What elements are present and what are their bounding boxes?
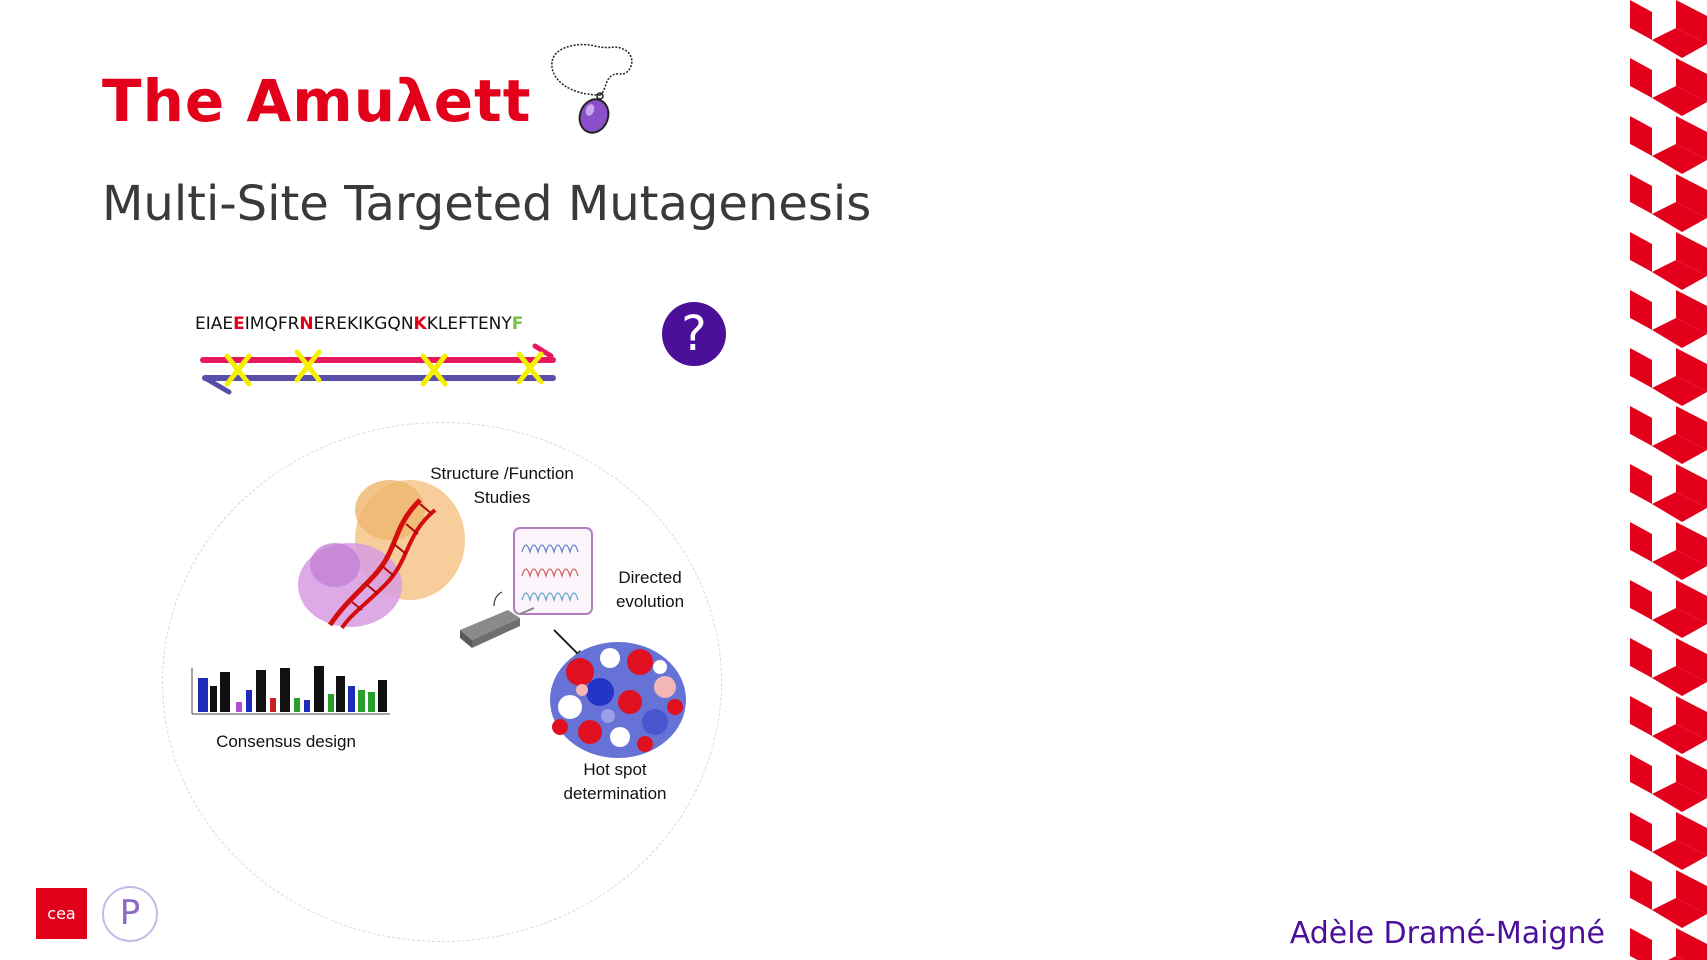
hot-spot-protein-image — [550, 642, 686, 758]
partner-logo: P — [102, 886, 158, 942]
sequencer-device-image — [460, 591, 535, 648]
methods-figure — [162, 422, 722, 942]
mutation-cross-icon — [224, 353, 252, 387]
seq-mutation-site: E — [233, 314, 245, 334]
seq-mutation-site: F — [511, 314, 524, 334]
mutation-cross-icon — [420, 353, 448, 387]
dna-strands-diagram — [200, 343, 556, 395]
seq-mutation-site: N — [299, 314, 314, 334]
seq-segment: IMQFR — [244, 314, 300, 334]
protein-dna-complex-image — [298, 480, 465, 630]
amulet-icon — [551, 43, 633, 134]
mutation-cross-icon — [294, 349, 322, 383]
decorative-cube-pattern — [1630, 0, 1707, 960]
slide-title: The Amuλett — [102, 67, 532, 135]
author-name: Adèle Dramé-Maigné — [1289, 916, 1605, 951]
seq-segment: EREKIKGQN — [313, 314, 414, 334]
seq-segment: KLEFTENY — [426, 314, 512, 334]
protein-sequence: EIAEEIMQFRNEREKIKGQNKKLEFTENYF — [195, 314, 523, 334]
bottom-strand-arrowhead — [202, 375, 232, 395]
question-icon: ? — [662, 302, 726, 366]
structure-function-label: Structure /Function Studies — [430, 464, 574, 507]
seq-mutation-site: K — [413, 314, 427, 334]
seq-segment: EIAE — [195, 314, 234, 334]
hot-spot-label: Hot spot determination — [563, 760, 667, 803]
chromatogram-image — [513, 527, 593, 615]
mutation-crosses — [224, 349, 544, 387]
mutation-cross-icon — [516, 351, 544, 385]
cea-logo: cea — [36, 888, 87, 939]
title-row: The Amuλett — [102, 72, 532, 130]
consensus-design-label: Consensus design — [216, 732, 356, 751]
directed-evolution-label: Directed evolution — [615, 568, 685, 611]
slide-subtitle: Multi-Site Targeted Mutagenesis — [102, 176, 872, 232]
top-strand-arrowhead — [532, 343, 554, 359]
sequence-logo-image — [191, 666, 390, 715]
